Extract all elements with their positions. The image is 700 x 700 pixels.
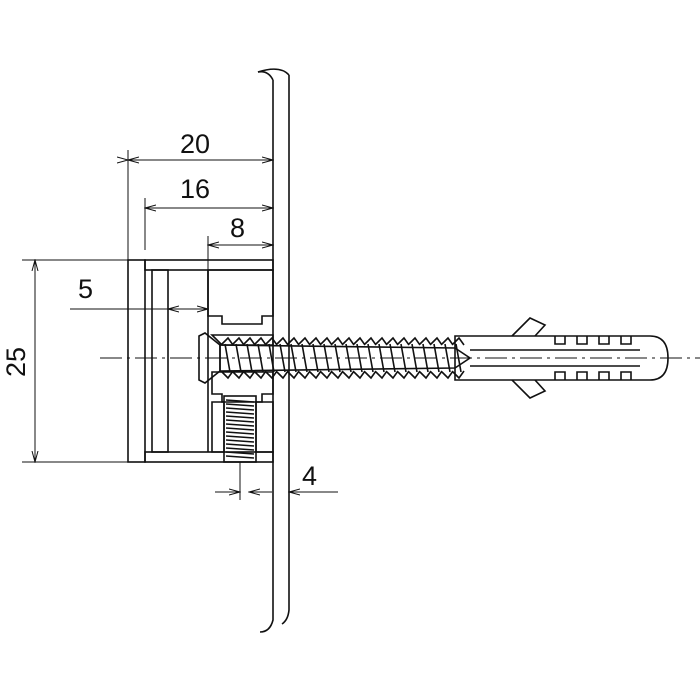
- dim-label-4: 4: [302, 461, 317, 491]
- screw-thread: [243, 336, 256, 380]
- dim-label-5: 5: [78, 274, 93, 304]
- dim-label-20: 20: [180, 129, 210, 159]
- wall: [257, 68, 290, 633]
- screw-thread: [298, 336, 311, 380]
- set-screw-thread: [225, 431, 255, 435]
- screw-thread: [408, 336, 421, 380]
- set-screw-thread: [225, 403, 255, 407]
- screw-thread: [232, 336, 245, 380]
- screw-thread: [320, 336, 333, 380]
- set-screw-thread: [225, 447, 255, 451]
- screw-thread: [221, 336, 234, 380]
- screw-thread: [375, 336, 388, 380]
- set-screw-thread: [225, 411, 255, 415]
- screw-thread: [287, 336, 300, 380]
- set-screw-thread: [225, 455, 255, 459]
- set-screw-thread: [225, 399, 255, 403]
- screw-thread: [254, 336, 267, 380]
- screw-thread: [397, 336, 410, 380]
- dim-label-25: 25: [1, 347, 31, 377]
- screw-thread: [342, 336, 355, 380]
- set-screw-thread: [225, 423, 255, 427]
- set-screw-thread: [225, 435, 255, 439]
- screw-thread: [441, 336, 454, 380]
- screw-thread: [353, 336, 366, 380]
- screw-thread: [331, 336, 344, 380]
- set-screw-thread: [225, 407, 255, 411]
- plug-tooth: [576, 336, 588, 380]
- screw-thread: [386, 336, 399, 380]
- screw-thread: [430, 336, 443, 380]
- housing: [127, 259, 274, 463]
- screw-thread: [364, 336, 377, 380]
- screw-thread: [419, 336, 432, 380]
- plug-tooth: [598, 336, 610, 380]
- dim-label-16: 16: [180, 174, 210, 204]
- screw-thread: [309, 336, 322, 380]
- dimensions: [22, 150, 338, 500]
- dim-label-8: 8: [230, 213, 245, 243]
- set-screw-thread: [225, 439, 255, 443]
- screw-thread: [276, 336, 289, 380]
- wall-plug: [454, 317, 669, 399]
- plug-tooth: [554, 336, 566, 380]
- set-screw-thread: [225, 415, 255, 419]
- plug-tooth: [620, 336, 632, 380]
- set-screw-thread: [225, 443, 255, 447]
- set-screw-thread: [225, 419, 255, 423]
- set-screw-thread: [225, 427, 255, 431]
- wood-screw: [198, 332, 472, 384]
- screw-thread: [265, 336, 278, 380]
- set-screw-thread: [225, 451, 255, 455]
